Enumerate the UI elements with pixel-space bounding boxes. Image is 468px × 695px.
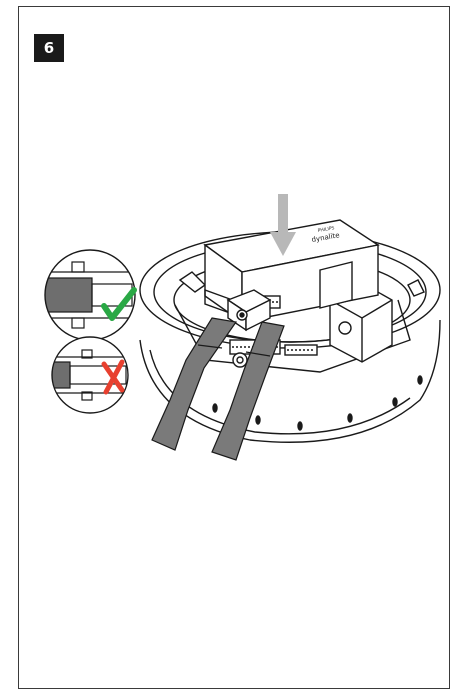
ribbon-cable-right (211, 321, 285, 461)
instruction-frame (18, 6, 450, 689)
check-mark-icon (101, 287, 137, 321)
correct-connection-detail (44, 249, 137, 341)
connector-plug-fully-inserted (45, 277, 93, 313)
down-arrow-icon (270, 194, 296, 256)
cable-connector-plug (226, 289, 272, 332)
cross-mark-icon (101, 359, 125, 395)
step-number-badge: 6 (34, 34, 64, 62)
incorrect-connection-detail (51, 336, 129, 414)
connector-plug-partially-inserted (52, 361, 71, 389)
brand-label-top: PHILIPS (317, 225, 335, 234)
ribbon-cable-left (151, 317, 238, 451)
ribbon-cables (151, 317, 285, 461)
